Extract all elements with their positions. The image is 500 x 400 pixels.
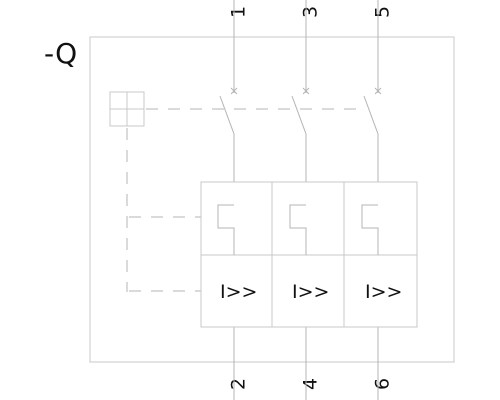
pole-3-contact-mark bbox=[374, 87, 382, 95]
pole-2-contact-mark bbox=[302, 87, 310, 95]
top-terminal-label-1: 1 bbox=[228, 6, 250, 18]
manual-operator-symbol bbox=[109, 91, 145, 127]
pole-1-latch-symbol bbox=[217, 204, 235, 255]
pole-2-trip-label: I>> bbox=[292, 281, 329, 303]
device-designation: -Q bbox=[44, 37, 77, 70]
mechanical-linkage bbox=[126, 108, 366, 292]
pole-1 bbox=[219, 0, 238, 400]
device-enclosure bbox=[89, 36, 455, 363]
pole-1-contact-blade bbox=[219, 95, 235, 135]
pole-1-contact-mark bbox=[230, 87, 238, 95]
top-terminal-label-3: 3 bbox=[300, 6, 322, 18]
pole-3-contact-blade bbox=[363, 95, 379, 135]
pole-3-trip-label: I>> bbox=[365, 281, 402, 303]
pole-1-trip-label: I>> bbox=[220, 281, 257, 303]
trip-unit-block: I>> I>> I>> bbox=[200, 181, 418, 328]
pole-3-latch-symbol bbox=[361, 204, 379, 255]
top-terminal-label-5: 5 bbox=[372, 6, 394, 18]
bottom-terminal-label-2: 2 bbox=[228, 378, 250, 390]
bottom-terminal-label-4: 4 bbox=[300, 378, 322, 390]
pole-2-latch-symbol bbox=[289, 204, 307, 255]
pole-2 bbox=[291, 0, 310, 400]
bottom-terminal-label-6: 6 bbox=[372, 378, 394, 390]
pole-2-contact-blade bbox=[291, 95, 307, 135]
pole-3 bbox=[363, 0, 382, 400]
